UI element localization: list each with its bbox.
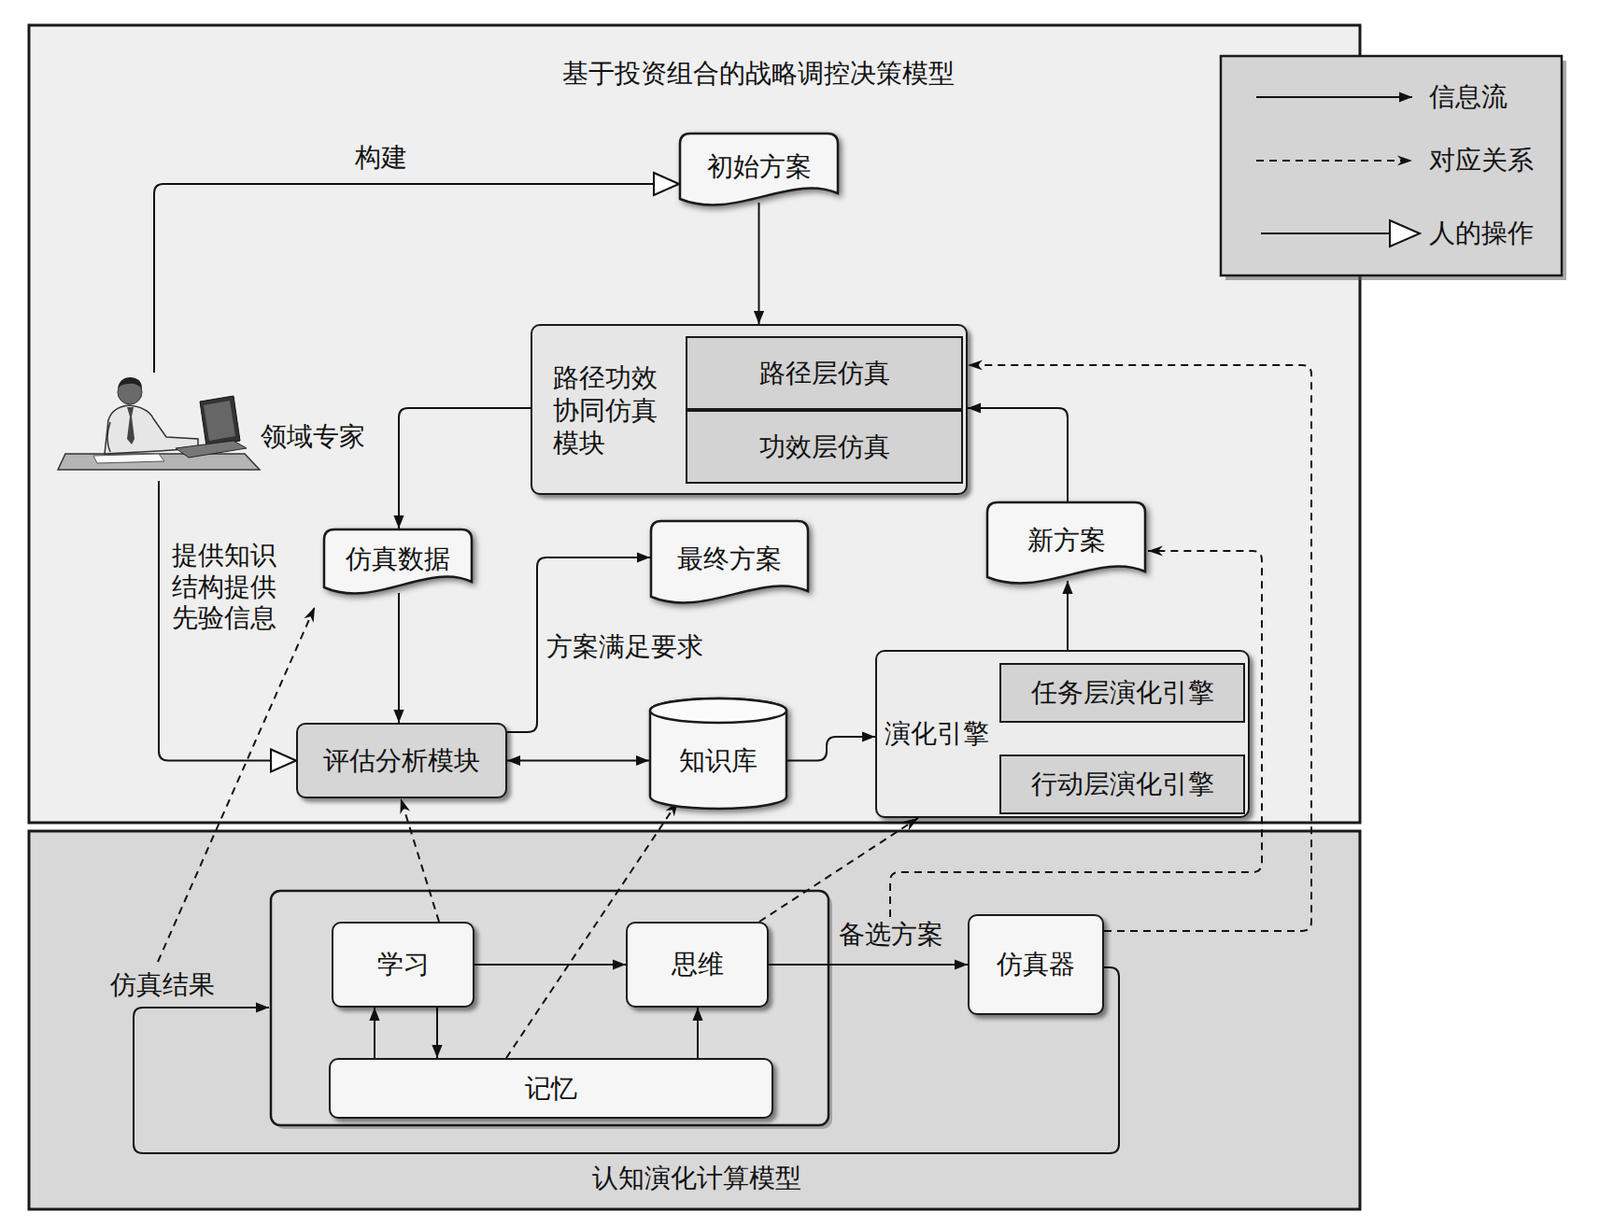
- database-cylinder: 知识库: [649, 698, 788, 809]
- legend-text: 人的操作: [1429, 217, 1534, 250]
- flow-arrow: [1066, 580, 1069, 651]
- cognitive-core-box: [270, 891, 829, 1126]
- node-label: 认知演化计算模型: [592, 1162, 802, 1195]
- node-label: 评估分析模块: [323, 745, 481, 778]
- flow-arrow: [507, 760, 650, 763]
- legend-box: [1220, 56, 1562, 276]
- shape-path: [987, 502, 1146, 583]
- node-label: 路径功效协同仿真模块: [552, 360, 664, 459]
- node-label: 最终方案: [677, 543, 782, 576]
- node-label: 功效层仿真: [759, 431, 891, 464]
- flow-arrow: [768, 963, 968, 966]
- sub-module: 路径层仿真: [685, 336, 963, 411]
- flow-arrow: [397, 593, 400, 723]
- node-label: 演化引擎: [884, 718, 990, 751]
- model-band: 认知演化计算模型 学习 思维记忆 仿真器: [28, 831, 1360, 1210]
- model-band: 基于投资组合的战略调控决策模型初始方案路径功效协同仿真模块 路径层仿真功效层仿真 领…: [28, 25, 1360, 823]
- node-label: 任务层演化引擎: [1031, 677, 1215, 709]
- node-label: 学习: [377, 948, 430, 981]
- domain-expert: 领域专家: [61, 368, 380, 482]
- sub-module: 任务层演化引擎: [999, 663, 1246, 723]
- node-label: 基于投资组合的战略调控决策模型: [562, 57, 955, 90]
- node-label: 记忆: [524, 1073, 578, 1105]
- legend-sample-dashed: [1256, 159, 1413, 162]
- document-shape: 初始方案: [679, 132, 839, 214]
- sub-module: 功效层仿真: [685, 410, 963, 484]
- process-box: 记忆: [328, 1058, 774, 1119]
- flow-arrow: [787, 736, 876, 762]
- legend-sample-triangle: [1389, 220, 1420, 247]
- result-correspondence-line: [157, 607, 315, 963]
- edge-label: 构建: [354, 141, 408, 174]
- flow-arrow: [373, 1007, 376, 1059]
- sub-module: 行动层演化引擎: [999, 754, 1246, 815]
- process-box: 评估分析模块: [296, 722, 508, 799]
- engine-module: 演化引擎 任务层演化引擎行动层演化引擎: [875, 650, 1250, 819]
- shape-path: [679, 133, 838, 205]
- process-box: 学习: [331, 921, 475, 1008]
- node-label: 仿真数据: [345, 543, 451, 576]
- node-label: 领域专家: [260, 421, 366, 454]
- flow-arrow: [758, 202, 761, 325]
- flow-arrow: [398, 408, 531, 529]
- edge-label: 提供知识结构提供先验信息: [171, 539, 281, 635]
- document-shape: 仿真数据: [323, 528, 473, 603]
- node-label: 初始方案: [707, 151, 812, 184]
- flow-arrow: [696, 1007, 699, 1059]
- correspondence-arrow: [759, 818, 919, 922]
- process-box: 仿真器: [967, 914, 1105, 1016]
- free-label: 仿真结果: [110, 969, 215, 1002]
- cylinder-top: [650, 698, 787, 723]
- bottom-band-fill: [28, 831, 1360, 1210]
- shape-path: [324, 529, 472, 594]
- node-label: 行动层演化引擎: [1031, 768, 1215, 801]
- node-label: 仿真器: [996, 948, 1076, 981]
- legend-sample-operation: [1260, 232, 1390, 235]
- legend-text: 对应关系: [1429, 144, 1534, 177]
- shape-path: [651, 521, 808, 603]
- flow-arrow: [967, 408, 1068, 502]
- flow-arrow: [474, 963, 626, 966]
- simulation-module: 路径功效协同仿真模块 路径层仿真功效层仿真: [530, 324, 968, 496]
- edge-label: 方案满足要求: [546, 631, 704, 664]
- document-shape: 最终方案: [650, 520, 809, 612]
- document-shape: 新方案: [986, 501, 1147, 593]
- shape-path: [650, 698, 787, 809]
- node-label: 思维: [671, 948, 724, 981]
- correspondence-arrow: [400, 798, 439, 922]
- operation-arrow: [158, 481, 297, 762]
- edge-label: 备选方案: [838, 919, 944, 951]
- expert-illustration: [57, 377, 260, 470]
- correspondence-arrow: [967, 365, 1312, 932]
- process-box: 思维: [625, 921, 769, 1008]
- flow-arrow: [436, 1007, 439, 1059]
- node-label: 新方案: [1027, 524, 1106, 557]
- node-label: 路径层仿真: [759, 357, 891, 390]
- top-band-fill: [28, 25, 1360, 823]
- legend-sample-solid: [1256, 96, 1413, 99]
- legend-text: 信息流: [1429, 81, 1508, 114]
- node-label: 知识库: [679, 745, 758, 778]
